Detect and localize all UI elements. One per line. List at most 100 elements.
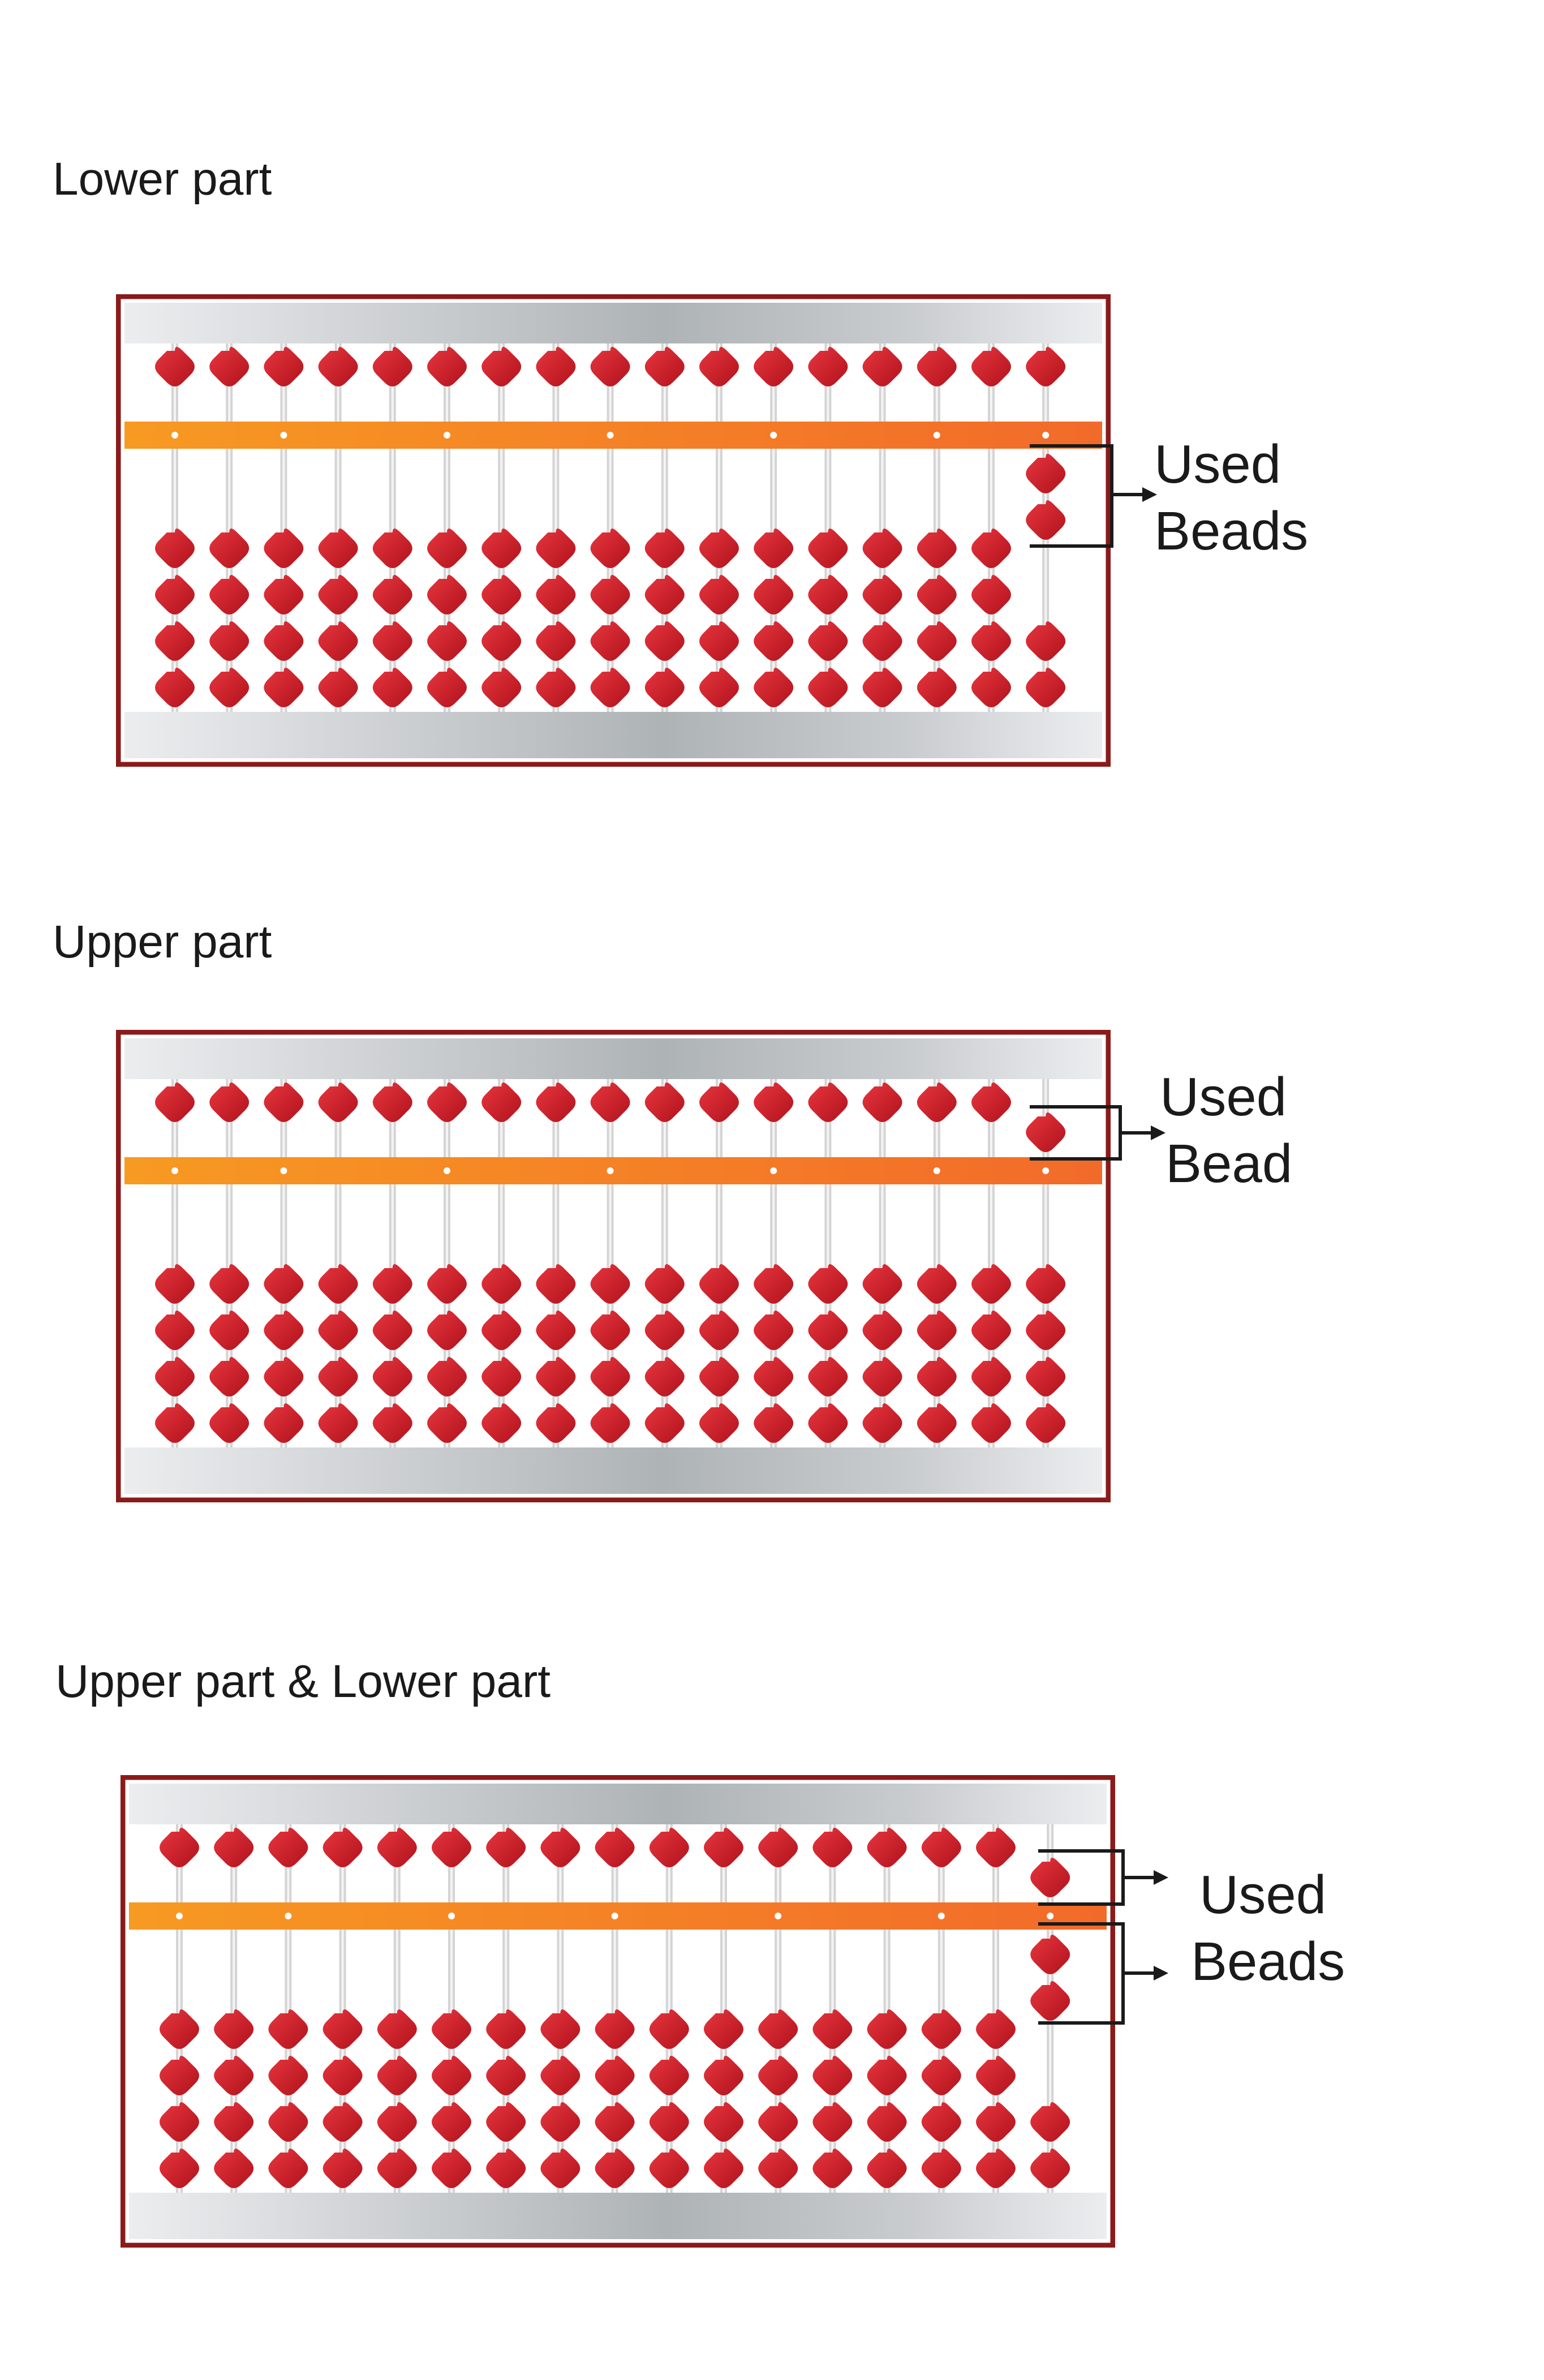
diamond-bead-icon bbox=[754, 668, 794, 707]
abacus-rod-highlight bbox=[831, 1824, 834, 2193]
diamond-bead-icon bbox=[268, 2102, 308, 2142]
diamond-bead-icon bbox=[971, 1311, 1011, 1350]
diamond-bead-icon bbox=[808, 347, 848, 386]
diamond-bead-icon bbox=[812, 2056, 853, 2095]
diamond-bead-icon bbox=[917, 575, 957, 615]
diamond-bead-icon bbox=[917, 621, 957, 661]
beam-marker-dot bbox=[770, 432, 777, 439]
diamond-bead-icon bbox=[590, 1403, 630, 1443]
beam-marker-dot bbox=[933, 1167, 940, 1174]
diamond-bead-icon bbox=[644, 1357, 685, 1397]
beam-marker-dot bbox=[280, 432, 287, 439]
diamond-bead-icon bbox=[155, 1403, 195, 1443]
diamond-bead-icon bbox=[699, 347, 739, 386]
abacus-rod-highlight bbox=[990, 1079, 992, 1447]
diamond-bead-icon bbox=[536, 621, 576, 661]
diamond-bead-icon bbox=[649, 2009, 689, 2049]
diamond-bead-icon bbox=[808, 529, 848, 568]
diamond-bead-icon bbox=[318, 575, 358, 615]
diamond-bead-icon bbox=[699, 1403, 739, 1443]
diamond-bead-icon bbox=[427, 1082, 467, 1122]
abacus-rod-highlight bbox=[174, 343, 176, 712]
beam-marker-dot bbox=[176, 1913, 183, 1919]
diamond-bead-icon bbox=[322, 2102, 363, 2142]
diamond-bead-icon bbox=[427, 1403, 467, 1443]
diamond-bead-icon bbox=[540, 2102, 580, 2142]
diamond-bead-icon bbox=[372, 1264, 412, 1304]
diamond-bead-icon bbox=[432, 2102, 471, 2142]
bottom-bar bbox=[124, 712, 1102, 758]
abacus-rod-highlight bbox=[282, 343, 285, 712]
diamond-bead-icon bbox=[427, 347, 467, 386]
abacus-rod-highlight bbox=[772, 343, 775, 712]
diamond-bead-icon bbox=[268, 2009, 308, 2049]
diamond-bead-icon bbox=[699, 1311, 739, 1350]
diamond-bead-icon bbox=[699, 621, 739, 661]
used-beads-label: Used Beads bbox=[1154, 431, 1308, 565]
diamond-bead-icon bbox=[754, 1082, 794, 1122]
bottom-bar bbox=[129, 2193, 1107, 2239]
diamond-bead-icon bbox=[318, 1082, 358, 1122]
diamond-bead-icon bbox=[976, 1828, 1016, 1867]
diamond-bead-icon bbox=[699, 575, 739, 615]
abacus-rod-highlight bbox=[990, 343, 992, 712]
diamond-bead-icon bbox=[754, 347, 794, 386]
diamond-bead-icon bbox=[318, 1403, 358, 1443]
diamond-bead-icon bbox=[377, 2102, 417, 2142]
abacus-rod-highlight bbox=[609, 1079, 612, 1447]
diamond-bead-icon bbox=[214, 1828, 254, 1867]
diamond-bead-icon bbox=[427, 1264, 467, 1304]
diamond-bead-icon bbox=[427, 575, 467, 615]
diamond-bead-icon bbox=[590, 621, 630, 661]
diamond-bead-icon bbox=[209, 1357, 250, 1397]
used-beads-label-pair: Used Beads bbox=[1191, 1862, 1345, 1995]
diamond-bead-icon bbox=[155, 1082, 195, 1122]
diamond-bead-icon bbox=[971, 1357, 1011, 1397]
abacus-upper-part bbox=[116, 1030, 1111, 1502]
abacus-rod-highlight bbox=[613, 1824, 616, 2193]
diamond-bead-icon bbox=[754, 1264, 794, 1304]
diamond-bead-icon bbox=[427, 529, 467, 568]
diamond-bead-icon bbox=[432, 1828, 471, 1867]
beam-marker-dot bbox=[937, 1913, 945, 1919]
diamond-bead-icon bbox=[758, 2149, 798, 2188]
diamond-bead-icon bbox=[481, 529, 522, 568]
diamond-bead-icon bbox=[862, 347, 902, 386]
abacus-rod-highlight bbox=[174, 1079, 176, 1447]
diamond-bead-icon bbox=[704, 2149, 743, 2188]
abacus-rod-highlight bbox=[446, 343, 448, 712]
beam-marker-dot bbox=[607, 432, 614, 439]
diamond-bead-icon bbox=[971, 668, 1011, 707]
diamond-bead-icon bbox=[921, 2149, 961, 2188]
diamond-bead-icon bbox=[917, 1403, 957, 1443]
diamond-bead-icon bbox=[867, 1828, 907, 1867]
diamond-bead-icon bbox=[862, 1082, 902, 1122]
diamond-bead-icon bbox=[867, 2056, 907, 2095]
abacus-rod-highlight bbox=[337, 343, 339, 712]
diamond-bead-icon bbox=[481, 347, 522, 386]
abacus-lower-part bbox=[116, 294, 1111, 767]
diamond-bead-icon bbox=[917, 1264, 957, 1304]
diamond-bead-icon bbox=[372, 1403, 412, 1443]
diamond-bead-icon bbox=[808, 1403, 848, 1443]
diamond-bead-icon bbox=[862, 1311, 902, 1350]
diamond-bead-icon bbox=[808, 621, 848, 661]
diamond-bead-icon bbox=[264, 1357, 304, 1397]
diamond-bead-icon bbox=[318, 1264, 358, 1304]
section-title-lower-part: Lower part bbox=[53, 153, 272, 205]
abacus-rod-highlight bbox=[500, 1079, 503, 1447]
diamond-bead-icon bbox=[1026, 500, 1066, 540]
diamond-bead-icon bbox=[268, 1828, 308, 1867]
abacus-rod-highlight bbox=[282, 1079, 285, 1447]
abacus-rod-highlight bbox=[395, 1824, 398, 2193]
diamond-bead-icon bbox=[536, 575, 576, 615]
diamond-bead-icon bbox=[971, 1264, 1011, 1304]
diamond-bead-icon bbox=[155, 621, 195, 661]
diamond-bead-icon bbox=[1026, 1264, 1066, 1304]
diamond-bead-icon bbox=[209, 621, 250, 661]
abacus-rod-highlight bbox=[287, 1824, 290, 2193]
diamond-bead-icon bbox=[704, 2056, 743, 2095]
diamond-bead-icon bbox=[754, 1403, 794, 1443]
diamond-bead-icon bbox=[214, 2056, 254, 2095]
diamond-bead-icon bbox=[644, 1403, 685, 1443]
